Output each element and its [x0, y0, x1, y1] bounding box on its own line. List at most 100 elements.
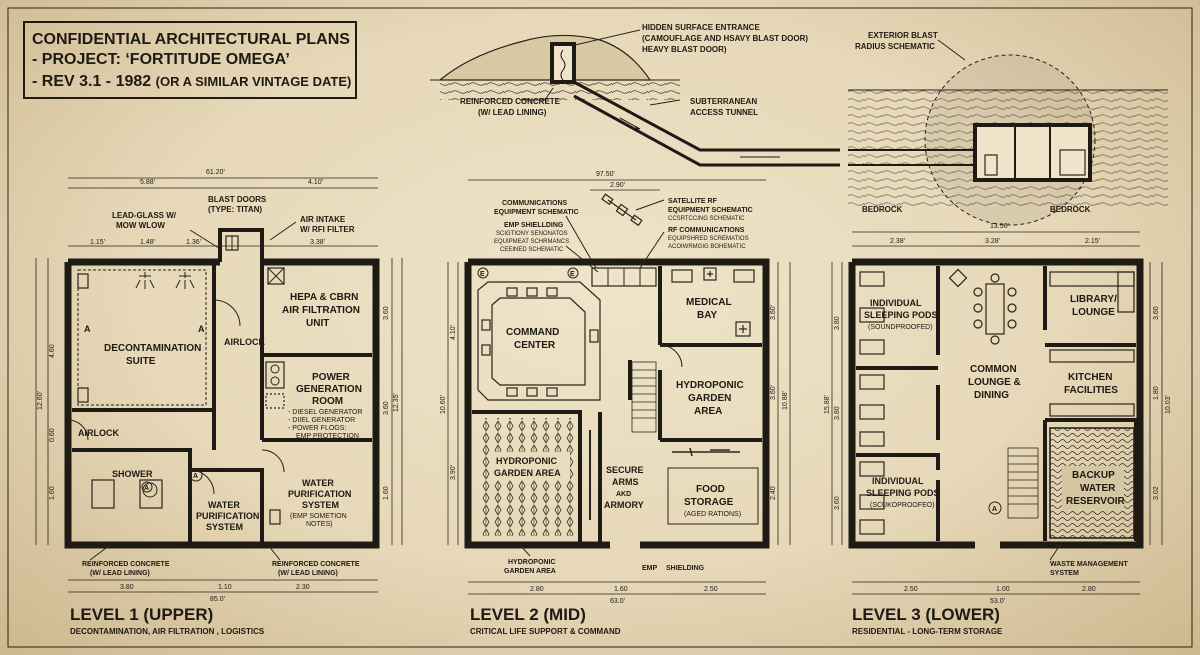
l1-caption: LEVEL 1 (UPPER)	[70, 605, 213, 624]
l2-dim-overall-right: 10.88'	[782, 391, 789, 410]
l2-hydro-left-label: HYDROPONIC	[496, 456, 558, 466]
l3-common-label-3: DINING	[974, 390, 1009, 401]
l2-dim-left-2: 3.90'	[450, 465, 457, 480]
l1-decon-label-2: SUITE	[126, 356, 156, 367]
l1-decon-label: DECONTAMINATION	[104, 343, 201, 354]
l1-decon-a-right: A	[198, 324, 205, 334]
l1-dim-bottom-1: 3.80	[120, 584, 134, 591]
l1-water-right-label-3: SYSTEM	[302, 500, 339, 510]
l2-e-marker-right: E	[570, 271, 575, 278]
l3-common-label: COMMON	[970, 364, 1017, 375]
l1-shower-label: SHOWER	[112, 469, 153, 479]
l1-lead-glass-label-2: MOW WLOW	[116, 221, 165, 230]
l1-power-item-1: - DIESEL GENERATOR	[288, 409, 363, 416]
l2-below-label: HYDROPONIC	[508, 559, 555, 566]
l3-pods-top-label-3: (SOUNDPROOFED)	[868, 324, 933, 331]
l2-command-label-2: CENTER	[514, 340, 556, 351]
l1-dim-overall-right: 12.35'	[393, 393, 400, 412]
l3-backup-label-2: WATER	[1080, 483, 1116, 494]
l1-airlock-top: AIRLOCK	[224, 337, 265, 347]
l1-dim-sub-1: 1.15'	[90, 239, 105, 246]
l2-dim-bottom-2: 1.60	[614, 586, 628, 593]
l3-library-label-2: LOUNGE	[1072, 307, 1115, 318]
l3-dim-bottom-2: 1.00	[996, 586, 1010, 593]
l1-water-right-label-2: PURIFICATION	[288, 489, 351, 499]
label-hidden-entrance-3: HEAVY BLAST DOOR)	[642, 45, 727, 54]
l1-power-label-2: GENERATION	[296, 384, 362, 395]
l1-rc-left-label-2: (W/ LEAD LINING)	[90, 570, 150, 577]
level-2-plan: 97.50' 2.90' 4.10' 3.90' 10.60' 3.60' 3.…	[440, 171, 791, 636]
l2-dim-overall-top: 97.50'	[596, 171, 615, 178]
l3-caption: LEVEL 3 (LOWER)	[852, 605, 1000, 624]
l2-medical-label-2: BAY	[697, 310, 718, 321]
l1-water-left-label: WATER	[208, 500, 240, 510]
l3-pods-top-label: INDIVIDUAL	[870, 298, 922, 308]
l2-emp-label-2: SCIGTIONY SENONATOS	[496, 231, 568, 237]
title-line-2: - PROJECT: ‘FORTITUDE OMEGA’	[32, 51, 290, 68]
l2-shielding-bottom: SHIELDING	[666, 565, 705, 572]
label-blast-radius: EXTERIOR BLAST	[868, 31, 938, 40]
l3-dim-right-1: 3.60	[1153, 306, 1160, 320]
l3-dim-left-3: 3.60	[834, 496, 841, 510]
l2-medical-label: MEDICAL	[686, 297, 732, 308]
entrance-shaft	[550, 42, 576, 84]
l2-secure-label: SECURE	[606, 465, 644, 475]
l2-comm-label-2: EQUIPMENT SCHEMATIC	[494, 209, 579, 216]
l1-air-intake-label-2: W/ RFI FILTER	[300, 225, 355, 234]
l3-pods-top-label-2: SLEEPING PODS	[864, 310, 938, 320]
l1-power-item-2: - DIIEL GENERATOR	[288, 417, 355, 424]
l1-water-left-label-3: SYSTEM	[206, 522, 243, 532]
l1-dim-right-1: 3.60	[383, 306, 390, 320]
l2-dim-overall-bottom: 63.0'	[610, 598, 625, 605]
l3-dim-bottom-3: 2.80	[1082, 586, 1096, 593]
l1-dim-left-1: 4.60	[49, 344, 56, 358]
l1-dim-top-2: 4.10'	[308, 179, 323, 186]
l2-emp-label-3: EQUIPMEAT SCHRMANCS	[494, 239, 569, 245]
l2-dim-right-3: 2.40	[770, 486, 777, 500]
l1-dim-sub-2: 1.48'	[140, 239, 155, 246]
l1-rc-right-label-2: (W/ LEAD LINING)	[278, 570, 338, 577]
l2-below-label-2: GARDEN AREA	[504, 568, 556, 575]
l1-dim-sub-4: 3.38'	[310, 239, 325, 246]
label-blast-radius-2: RADIUS SCHEMATIC	[855, 42, 935, 51]
l1-lead-glass-label: LEAD-GLASS W/	[112, 211, 177, 220]
l2-dim-bottom-3: 2.50	[704, 586, 718, 593]
l2-rf-label: RF COMMUNICATIONS	[668, 227, 745, 234]
label-bedrock-left: BEDROCK	[862, 205, 903, 214]
l2-subcaption: CRITICAL LIFE SUPPORT & COMMAND	[470, 627, 621, 636]
l1-decon-a-left: A	[84, 324, 91, 334]
l2-emp-label-4: CEEINED SCHEMATIC	[500, 247, 564, 253]
l2-rf-label-3: ACOIWRMGIG BOHEMATIC	[668, 244, 746, 250]
l2-emp-label: EMP SHIELLDING	[504, 222, 564, 229]
section-elevation: HIDDEN SURFACE ENTRANCE (CAMOUFLAGE AND …	[430, 23, 1168, 226]
l1-airlock-left: AIRLOCK	[78, 428, 119, 438]
l1-dim-right-3: 1.60	[383, 486, 390, 500]
l1-dim-sub-3: 1.36'	[186, 239, 201, 246]
l3-dim-left-1: 3.80	[834, 316, 841, 330]
l2-dim-left-1: 4.10'	[450, 325, 457, 340]
l3-dim-top-1: 2.38'	[890, 238, 905, 245]
l3-pods-bot-label-2: SLEEPING PODS	[866, 488, 940, 498]
l3-kitchen-label: KITCHEN	[1068, 372, 1112, 383]
l2-rf-label-2: EQUIPSHRED SCREMATIOS	[668, 236, 749, 242]
l2-food-label-3: (AGED RATIONS)	[684, 511, 741, 518]
l2-command-label: COMMAND	[506, 327, 559, 338]
l2-emp-bottom: EMP	[642, 565, 658, 572]
l1-subcaption: DECONTAMINATION, AIR FILTRATION , LOGIST…	[70, 627, 265, 636]
l1-air-intake-label: AIR INTAKE	[300, 215, 346, 224]
l1-blast-doors-label: BLAST DOORS	[208, 195, 267, 204]
l1-water-right-label-4: (EMP SOMETION	[290, 513, 347, 520]
l1-dim-bottom-3: 2.30	[296, 584, 310, 591]
l1-dim-left-2: 0.60	[49, 428, 56, 442]
label-tunnel-2: ACCESS TUNNEL	[690, 108, 758, 117]
l1-dim-overall-left: 12.60'	[37, 391, 44, 410]
l2-dim-sub: 2.90'	[610, 182, 625, 189]
l1-water-right-label: WATER	[302, 478, 334, 488]
l1-power-label: POWER	[312, 372, 351, 383]
label-hidden-entrance: HIDDEN SURFACE ENTRANCE	[642, 23, 760, 32]
title-line-1: CONFIDENTIAL ARCHITECTURAL PLANS	[32, 31, 350, 48]
level-3-plan: 13.56' 2.38' 3.28' 2.15' 3.80 3.80 3.60 …	[824, 223, 1172, 636]
l3-waste-label-2: SYSTEM	[1050, 570, 1079, 577]
l3-kitchen-label-2: FACILITIES	[1064, 385, 1118, 396]
l3-a-marker: A	[992, 506, 997, 513]
